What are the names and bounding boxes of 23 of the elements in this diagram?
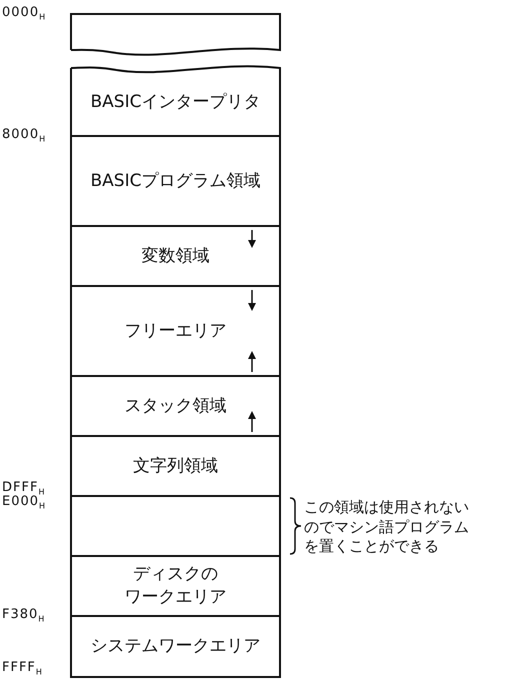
segment-label: スタック領域 — [124, 394, 226, 418]
memory-segment — [70, 375, 281, 437]
segment-label: ディスクのワークエリア — [124, 563, 226, 609]
memory-segment — [70, 555, 281, 617]
memory-segment — [70, 615, 281, 678]
segment-label: 文字列領域 — [133, 454, 218, 478]
address-label: E000$_{H}$ — [2, 494, 46, 511]
segment-label: BASICインタープリタ — [90, 91, 260, 114]
address-label: FFFF$_{H}$ — [2, 660, 43, 677]
memory-segment — [70, 285, 281, 377]
address-label: 8000$_{H}$ — [2, 127, 46, 144]
memory-segment — [70, 495, 281, 557]
address-label: F380$_{H}$ — [2, 607, 46, 624]
address-label: 0000$_{H}$ — [2, 5, 46, 22]
memory-segment — [70, 135, 281, 227]
segment-label: システムワークエリア — [90, 635, 260, 658]
memory-segment — [70, 225, 281, 287]
memory-segment — [70, 435, 281, 497]
note-text: この領域は使用されないのでマシン語プログラムを置くことができる — [304, 498, 470, 556]
address-label: DFFF$_{H}$ — [2, 480, 46, 497]
segment-label: BASICプログラム領域 — [90, 170, 260, 192]
segment-label: フリーエリア — [124, 320, 226, 342]
segment-label: 変数領域 — [142, 244, 210, 268]
